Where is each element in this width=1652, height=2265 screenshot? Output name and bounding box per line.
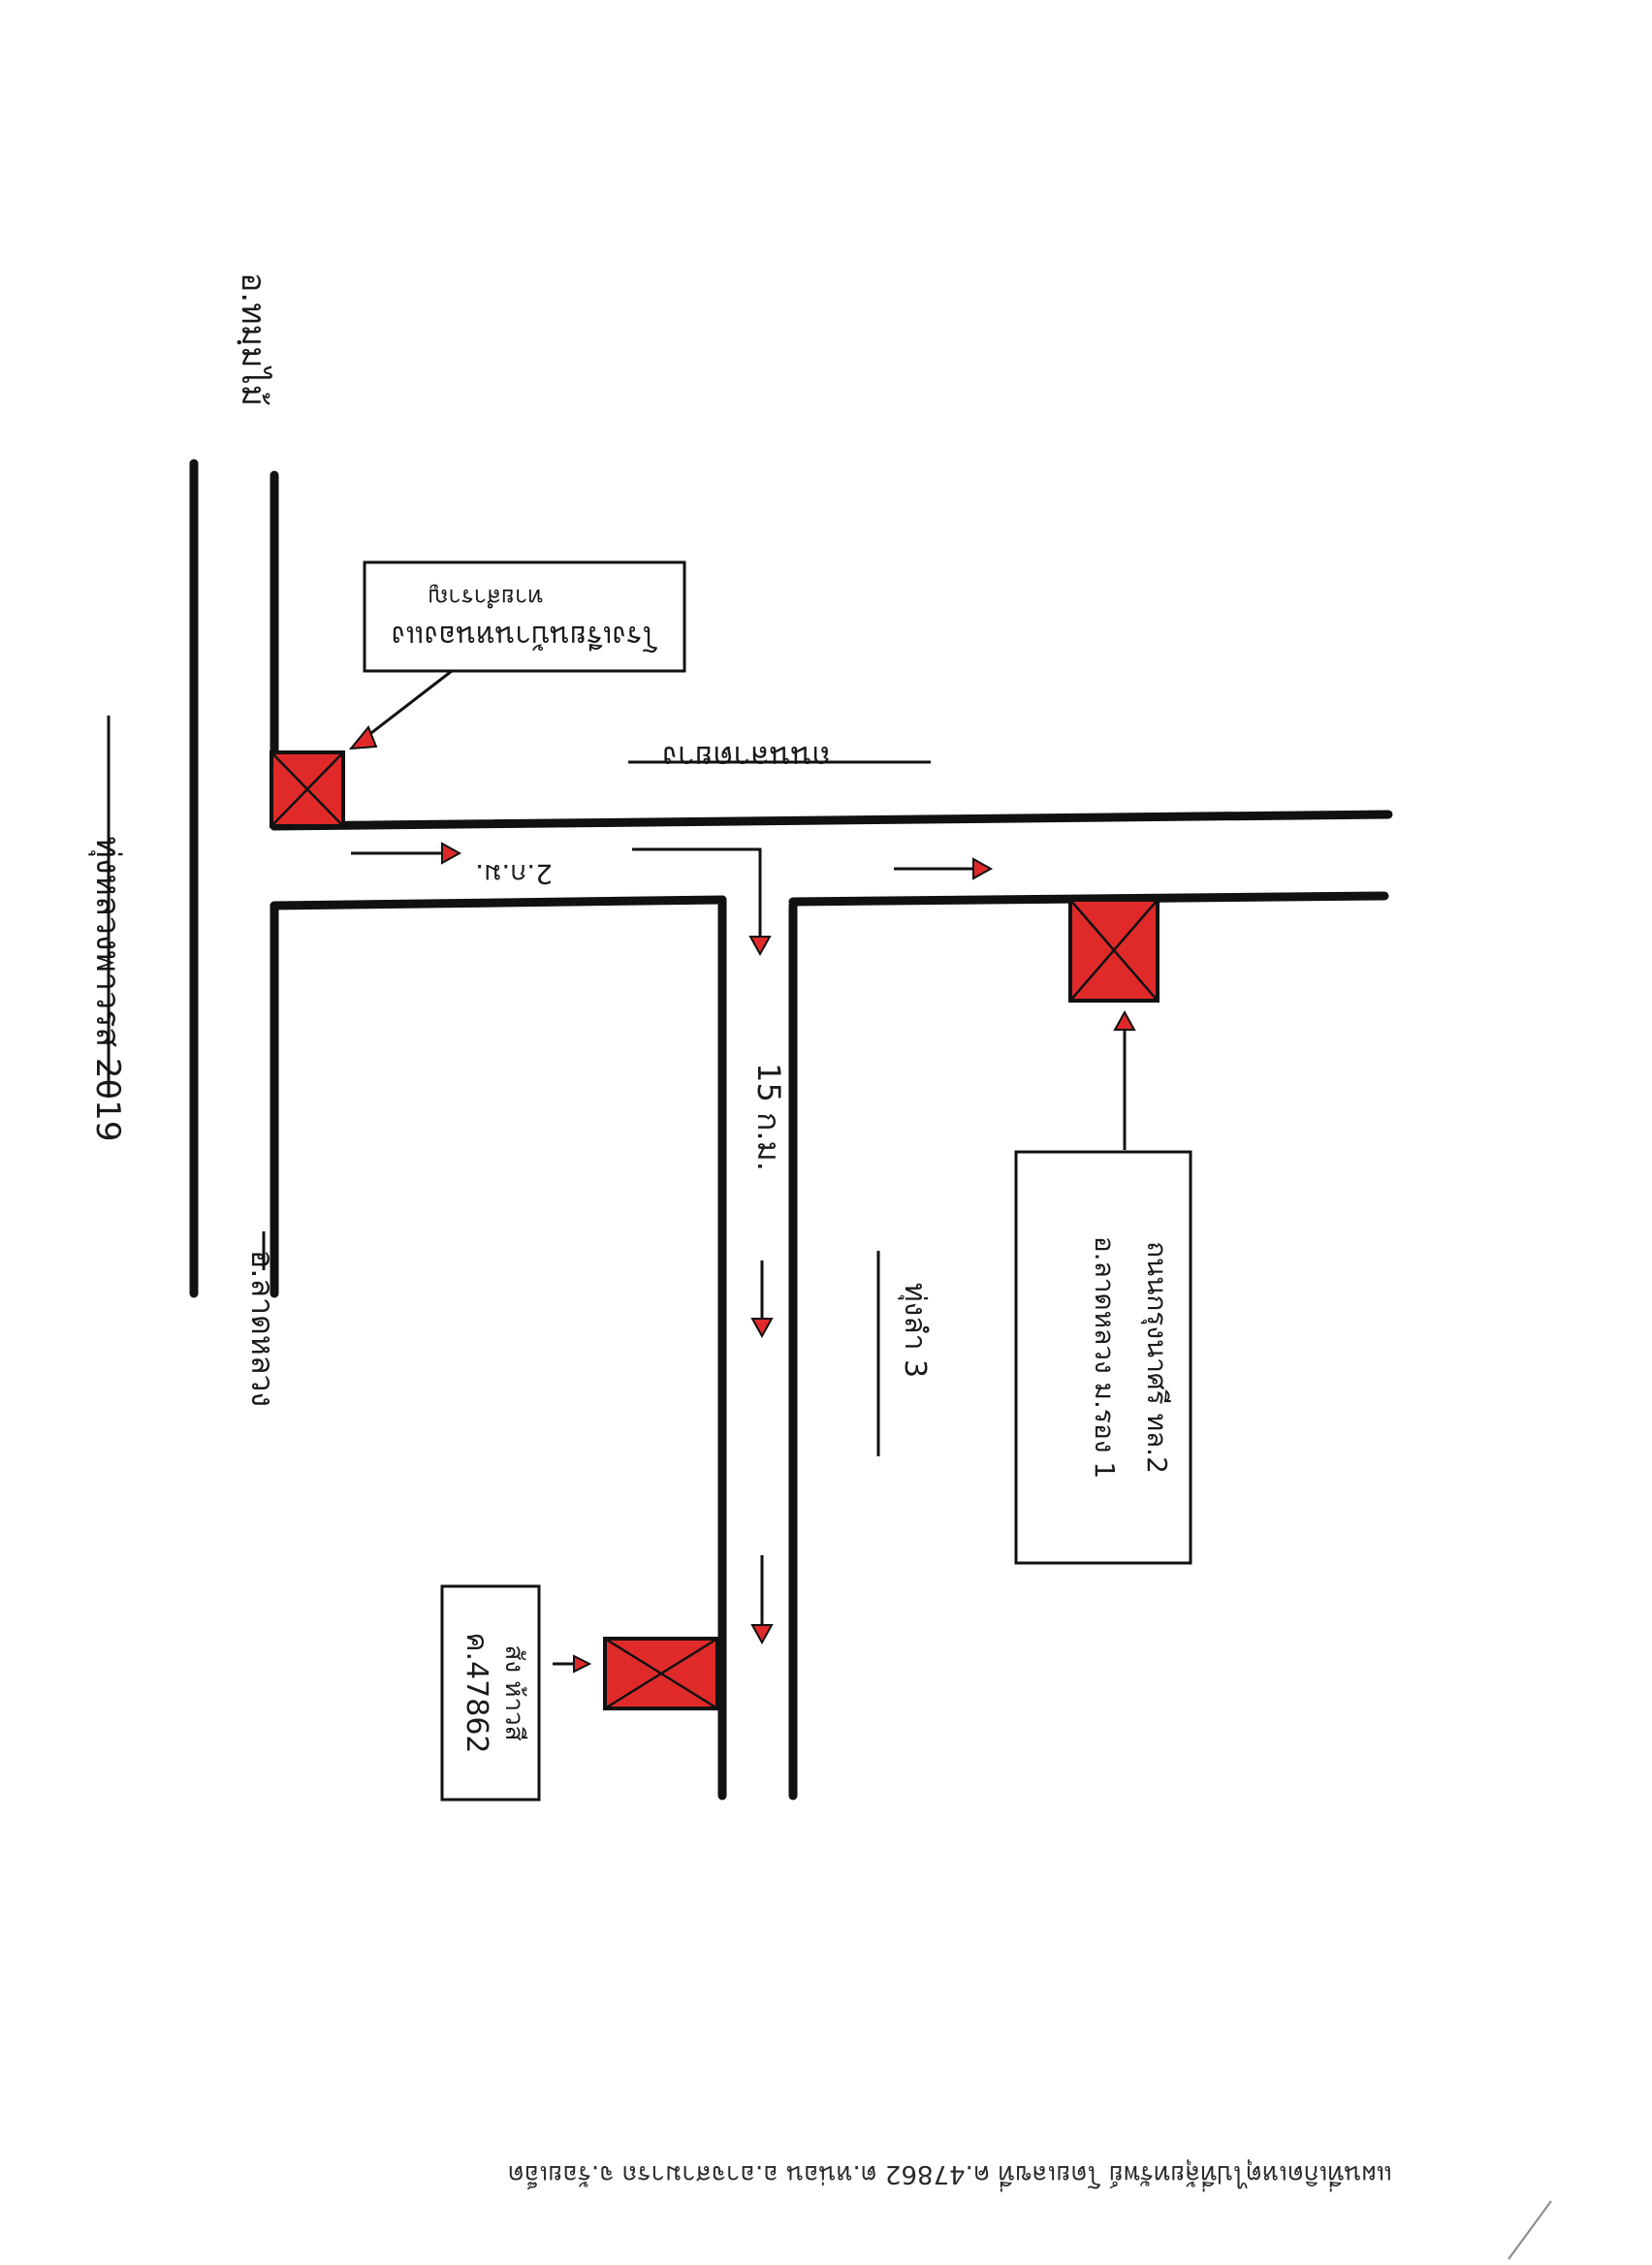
- corner-shop-arrowhead: [348, 725, 378, 750]
- vehicle-label-box: [440, 1584, 541, 1802]
- southeast-arrowhead: [1113, 1009, 1136, 1031]
- vehicle-arrowhead: [573, 1654, 592, 1674]
- corner-shop-box: [270, 750, 345, 828]
- turn-arrowhead: [748, 936, 772, 957]
- corner-shop-line1: โรงเรียนบ้านหนองแง: [392, 619, 658, 654]
- west-road-label: อ.ลาดหลวง: [244, 1250, 281, 1407]
- corner-mark: [1508, 2200, 1552, 2260]
- junction-arrowhead: [441, 842, 462, 865]
- vehicle-line2: ค.47862: [460, 1632, 493, 1753]
- southeast-note-line1: ถนนกรุงนาศรี ทล.2: [1140, 1241, 1173, 1474]
- south-arrowhead-1: [750, 1318, 774, 1339]
- vehicle-box: [603, 1637, 719, 1710]
- southeast-box: [1068, 898, 1160, 1003]
- east-road-top-edge: [270, 810, 1393, 831]
- east-road-name: ถนนลาดยาง: [662, 739, 831, 776]
- middle-label: ทุ่งลำ 3: [897, 1283, 932, 1378]
- corner-shop-line2: ทายสำราญ: [429, 584, 543, 611]
- south-road-label: 15 ก.ม.: [750, 1063, 787, 1171]
- southeast-note-box: [1014, 1150, 1192, 1565]
- south-arrowhead-2: [750, 1624, 774, 1645]
- footer-text: แผนที่เกิดเหตุไปที่ลุ้ยทรัพย์ โดยเลขที่ …: [508, 2159, 1393, 2192]
- southeast-note-line2: อ.ลาดหลวง ม.รอง 1: [1089, 1236, 1121, 1479]
- corner-shop-pointer: [358, 669, 453, 745]
- turn-arrow: [632, 847, 762, 942]
- east-arrowhead: [972, 857, 994, 880]
- junction-label: 2.ก.ม.: [475, 858, 553, 890]
- corner-block-edge: [270, 895, 727, 910]
- corner-shop-label-box: [363, 560, 686, 673]
- vehicle-line1: สัง ห้าวสี: [499, 1644, 528, 1740]
- north-end-road: อ.ทมฺมไม้: [234, 272, 272, 406]
